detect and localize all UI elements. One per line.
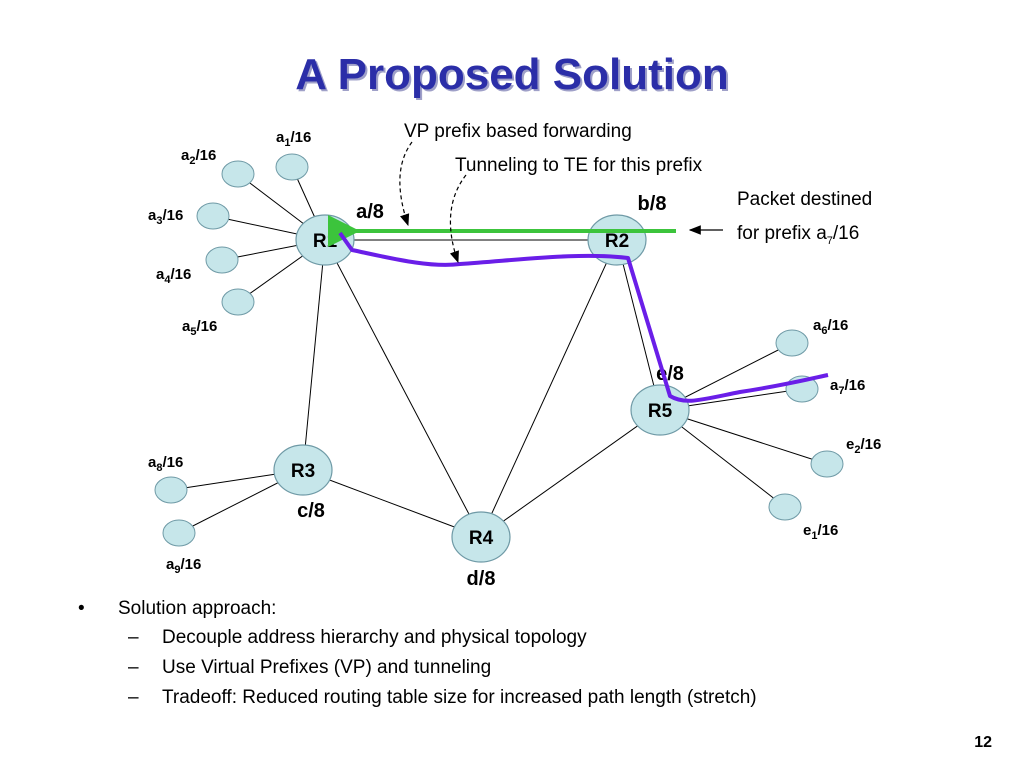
router-label-r3: R3: [291, 461, 315, 482]
slide-title: A Proposed Solution: [295, 50, 729, 99]
router-r2: [587, 214, 647, 266]
leaf-node-e1: [768, 493, 802, 521]
leaf-label-a2: a2/16: [181, 147, 216, 167]
leaf-label-a5: a5/16: [182, 318, 217, 338]
leaf-node-a5: [221, 288, 255, 316]
link-r1-r4: [324, 239, 482, 538]
link-r2-r5: [616, 239, 661, 411]
tunnel-callout-arrow: [449, 174, 467, 264]
leaf-label-a7: a7/16: [830, 377, 865, 397]
link-r2-r4: [480, 239, 618, 538]
vp-forwarding-label: VP prefix based forwarding: [404, 121, 632, 142]
leaf-node-a2: [221, 160, 255, 188]
prefix-label-r3: c/8: [297, 500, 325, 522]
router-r4: [451, 511, 511, 563]
leaf-label-a9: a9/16: [166, 556, 201, 576]
prefix-label-r2: b/8: [638, 193, 667, 215]
leaf-node-a6: [775, 329, 809, 357]
router-label-r4: R4: [469, 528, 494, 549]
tunnel-path: [338, 231, 829, 403]
link-r3-r4: [302, 469, 482, 538]
router-links: [302, 239, 661, 538]
leaf-node-a3: [196, 202, 230, 230]
leaf-label-a1: a1/16: [276, 129, 311, 149]
router-r3: [273, 444, 333, 496]
bullet-item: Tradeoff: Reduced routing table size for…: [78, 683, 757, 713]
leaf-label-a6: a6/16: [813, 317, 848, 337]
leaf-node-a9: [162, 519, 196, 547]
prefix-label-r4: d/8: [467, 568, 496, 590]
packet-label-line2: for prefix a7/16: [737, 223, 859, 247]
leaf-links: [170, 166, 828, 534]
link-r1-r3: [302, 239, 326, 471]
router-nodes: [273, 214, 690, 563]
router-label-r2: R2: [605, 231, 629, 252]
leaf-label-a3: a3/16: [148, 207, 183, 227]
leaf-nodes: [154, 153, 844, 547]
leaf-label-a8: a8/16: [148, 454, 183, 474]
leaf-label-a4: a4/16: [156, 266, 191, 286]
bullet-item: Decouple address hierarchy and physical …: [78, 623, 757, 653]
leaf-label-e2: e2/16: [846, 436, 881, 456]
packet-label-line1: Packet destined: [737, 189, 872, 210]
leaf-node-a8: [154, 476, 188, 504]
vp-callout-arrow: [399, 141, 413, 227]
prefix-label-r1: a/8: [356, 201, 384, 223]
page-number: 12: [974, 734, 992, 751]
leaf-label-e1: e1/16: [803, 522, 838, 542]
leaf-node-a1: [275, 153, 309, 181]
bullet-list: Solution approach:Decouple address hiera…: [78, 594, 757, 713]
bullet-item: Use Virtual Prefixes (VP) and tunneling: [78, 653, 757, 683]
leaf-node-e2: [810, 450, 844, 478]
leaf-node-a4: [205, 246, 239, 274]
tunneling-label: Tunneling to TE for this prefix: [455, 155, 703, 176]
leaf-prefix-labels: a1/16 a2/16 a3/16 a4/16 a5/16 a6/16 a7/16 e2/16…: [148, 129, 881, 576]
link-r5-r4: [480, 409, 661, 538]
router-label-r1: R1: [313, 231, 338, 252]
bullet-item: Solution approach:: [78, 594, 757, 623]
router-label-r5: R5: [648, 401, 673, 422]
